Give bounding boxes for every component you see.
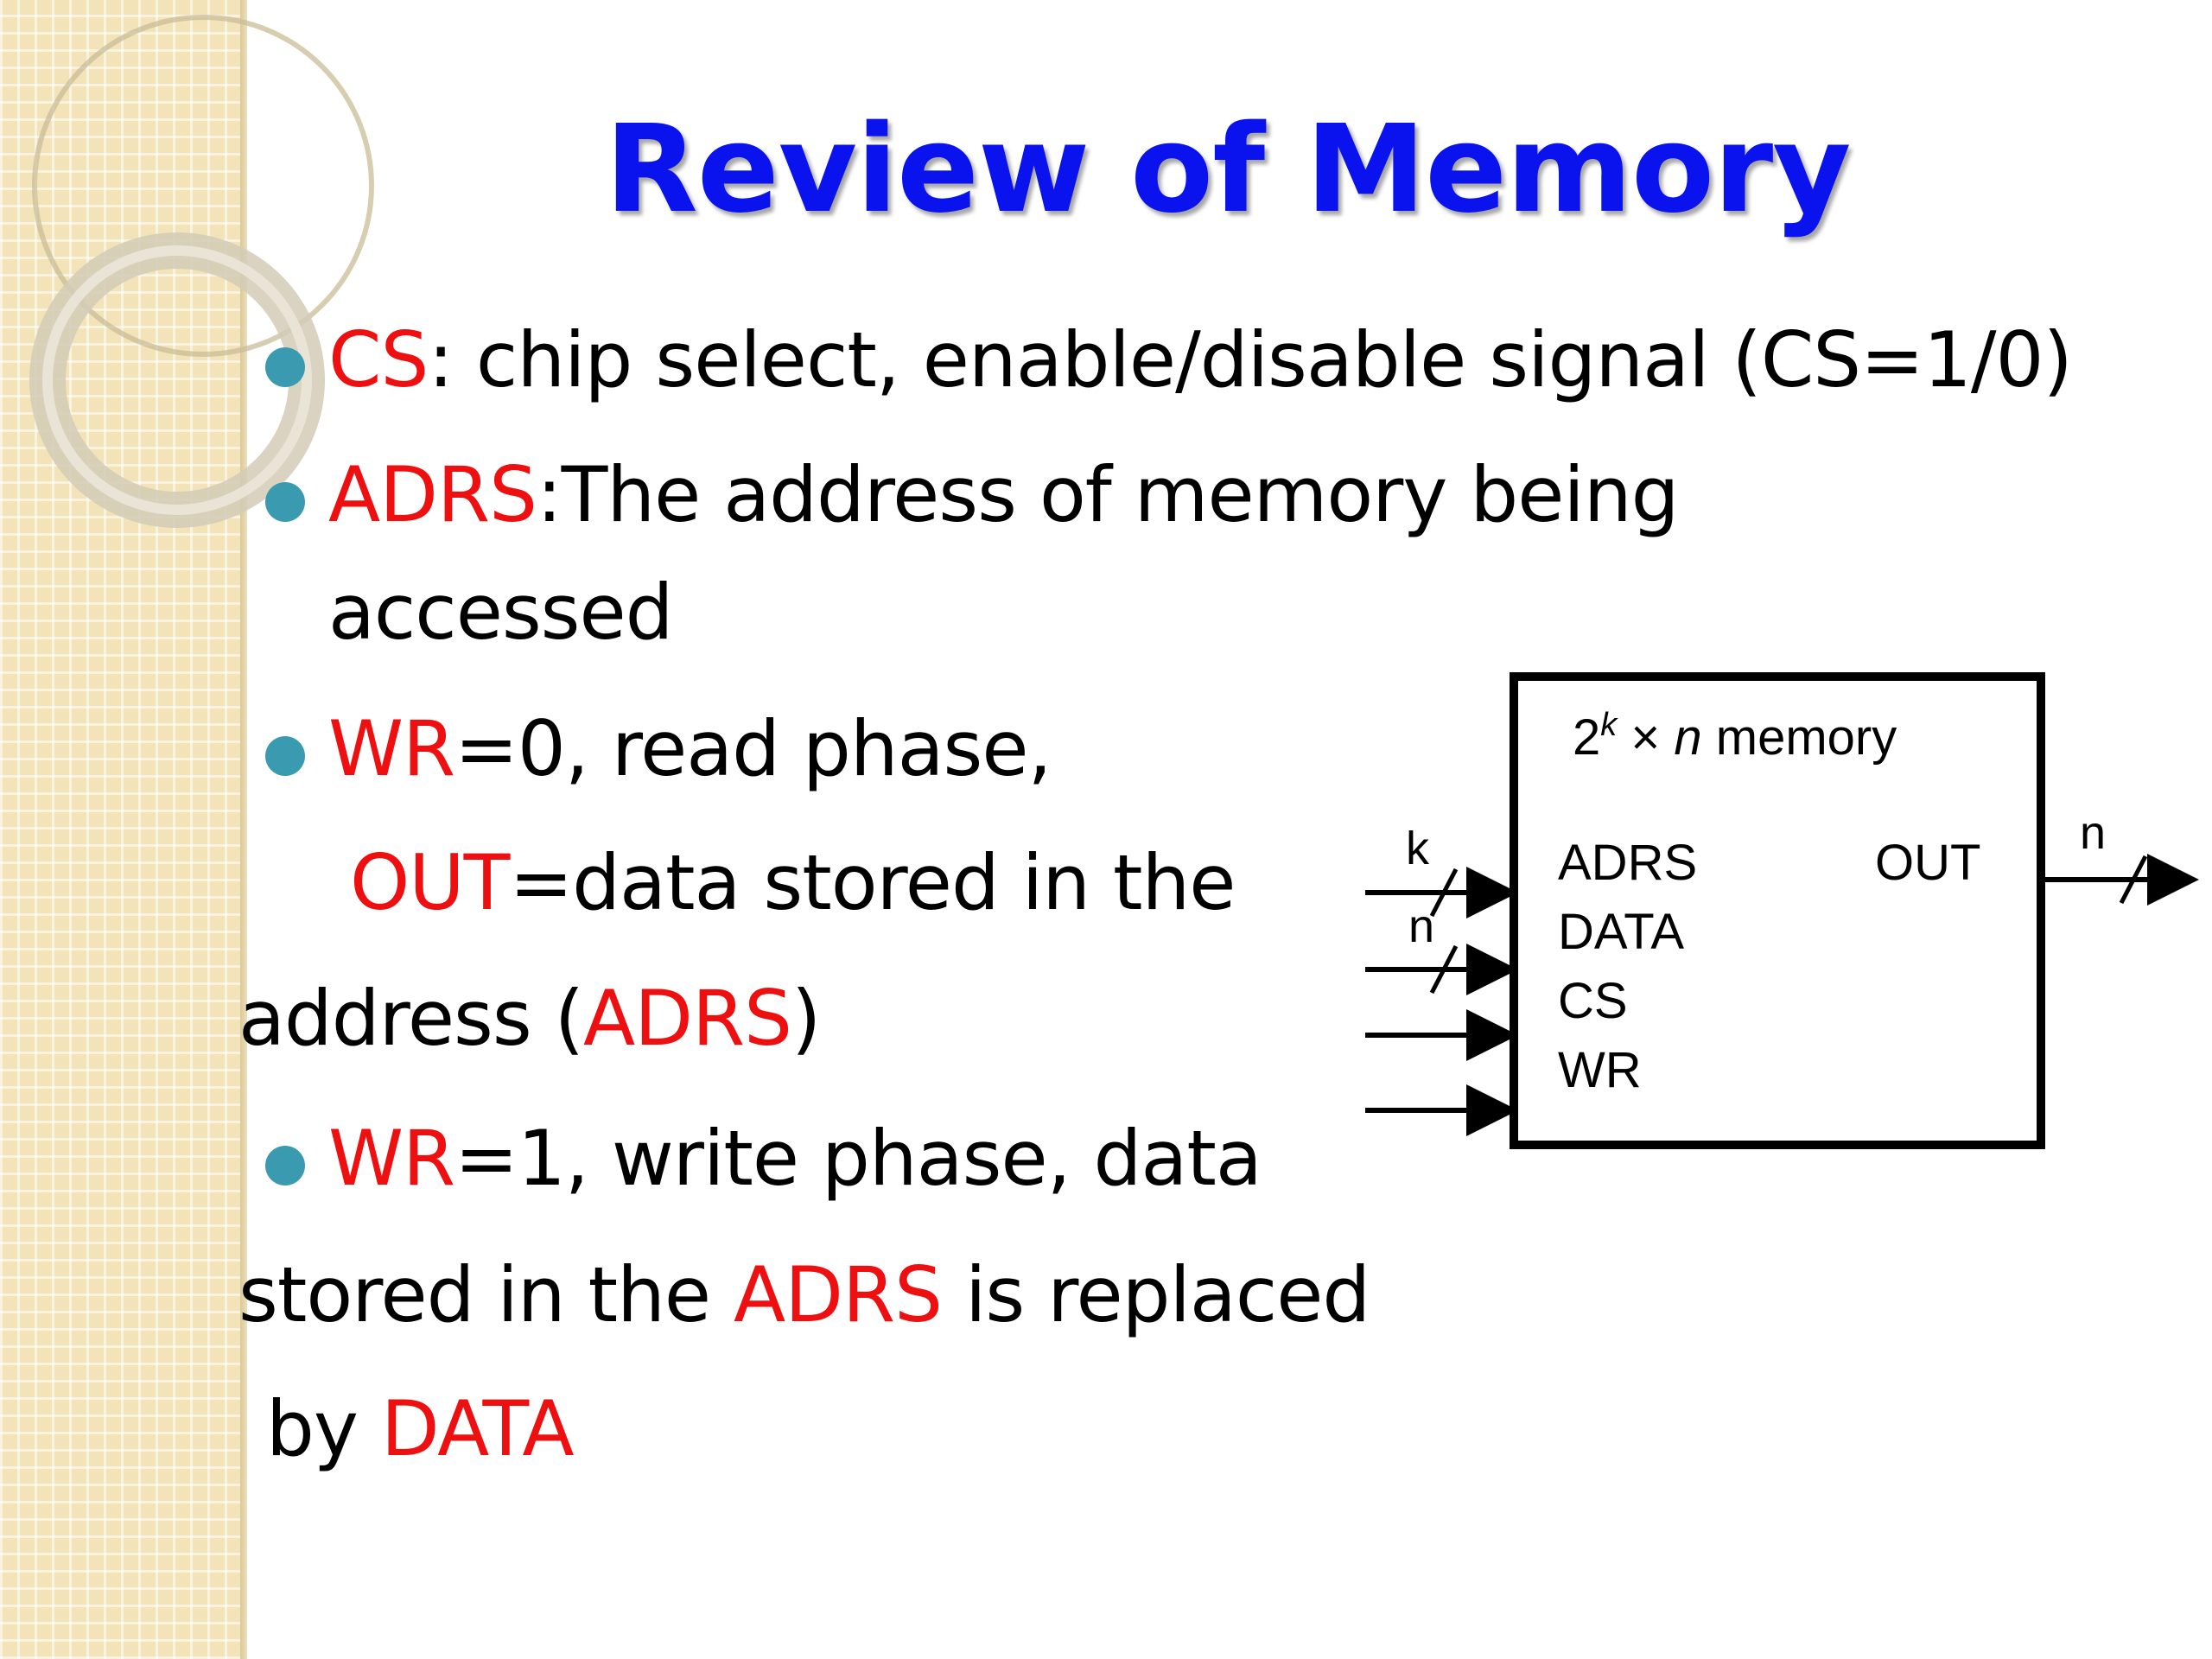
term-adrs: ADRS <box>583 974 792 1063</box>
term-out: OUT <box>350 838 510 927</box>
write-line3: by DATA <box>266 1384 575 1473</box>
slide-title: Review of Memory <box>605 99 1852 240</box>
out-bus-width: n <box>2080 807 2106 859</box>
title-times: × <box>1617 709 1674 766</box>
bullet-adrs: ADRS:The address of memory being <box>328 450 1679 539</box>
address-text: address ( <box>238 974 584 1063</box>
large-ring <box>32 15 374 357</box>
term-cs: CS <box>328 315 429 404</box>
term-data: DATA <box>380 1384 575 1473</box>
small-ring-highlight <box>42 245 312 515</box>
memory-box-title: 2k × n memory <box>1573 707 1897 766</box>
term-wr: WR <box>328 1114 455 1203</box>
adrs-description-line2: accessed <box>328 568 674 657</box>
port-wr-label: WR <box>1558 1042 1642 1098</box>
cs-description: : chip select, enable/disable signal (CS… <box>428 315 2073 404</box>
term-adrs: ADRS <box>328 450 537 539</box>
adrs-bus-slash <box>1429 868 1459 918</box>
title-rest: memory <box>1702 709 1897 766</box>
term-wr: WR <box>328 704 455 793</box>
out-line: OUT=data stored in the <box>350 838 1236 927</box>
title-base: 2 <box>1573 709 1600 766</box>
adrs-bus-width: k <box>1406 823 1430 874</box>
out-description: =data stored in the <box>509 838 1236 927</box>
port-data-label: DATA <box>1558 904 1684 960</box>
port-out-label: OUT <box>1875 835 1980 891</box>
write-text-by: by <box>266 1384 381 1473</box>
port-cs-label: CS <box>1558 973 1628 1029</box>
title-exp: k <box>1600 707 1618 743</box>
address-line: address (ADRS) <box>238 974 821 1063</box>
data-bus-width: n <box>1408 900 1434 952</box>
bullet-wr-read: WR=0, read phase, <box>328 704 1052 793</box>
write-text-rest: is replaced <box>941 1250 1370 1339</box>
memory-block-diagram: 2k × n memory ADRS DATA CS WR OUT k n n <box>1365 672 2199 1149</box>
wr-read-description: =0, read phase, <box>454 704 1052 793</box>
bullet-dot <box>265 1146 305 1185</box>
wr-write-description: =1, write phase, data <box>454 1114 1262 1203</box>
data-bus-slash <box>1429 944 1459 995</box>
title-n: n <box>1674 709 1701 766</box>
adrs-description: :The address of memory being <box>536 450 1680 539</box>
port-adrs-label: ADRS <box>1558 835 1697 891</box>
term-adrs: ADRS <box>734 1250 943 1339</box>
band-edge <box>240 0 247 1659</box>
bullet-cs: CS: chip select, enable/disable signal (… <box>328 315 2073 404</box>
bullet-wr-write: WR=1, write phase, data <box>328 1114 1262 1203</box>
decorative-rings <box>29 15 374 528</box>
bullet-dot <box>265 482 305 522</box>
bullet-dot <box>265 347 305 387</box>
write-line2: stored in the ADRS is replaced <box>238 1250 1370 1339</box>
out-bus-slash <box>2119 855 2148 905</box>
bullet-dot <box>265 736 305 776</box>
write-text: stored in the <box>238 1250 734 1339</box>
address-close: ) <box>791 974 821 1063</box>
